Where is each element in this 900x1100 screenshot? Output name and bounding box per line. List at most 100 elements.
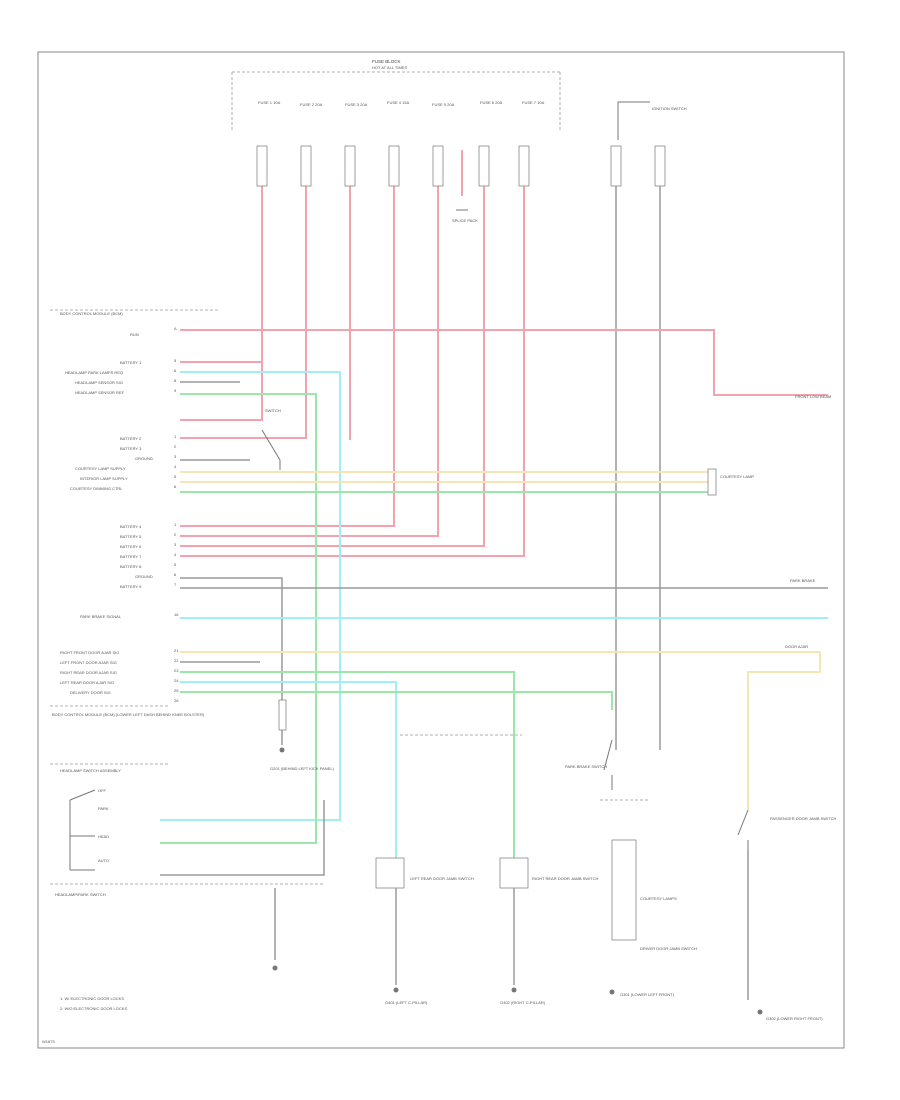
fuse-label-4: FUSE 4 15A xyxy=(387,100,410,105)
pin-headlamp-sig: HEADLAMP SENSOR SIG xyxy=(75,380,123,385)
fuse-connector-4 xyxy=(388,145,400,187)
wire-fuse7 xyxy=(180,150,525,557)
pin-headlamp-park: HEADLAMP PARK LAMPS REQ xyxy=(65,370,123,375)
fuse-connector-5 xyxy=(432,145,444,187)
fuse-block-sub: HOT AT ALL TIMES xyxy=(372,65,407,70)
fuse-block: FUSE BLOCK HOT AT ALL TIMES FUSE 1 10A F… xyxy=(231,59,687,140)
svg-text:8: 8 xyxy=(174,378,177,383)
pin-rr-door: RIGHT REAR DOOR AJAR SIG xyxy=(60,670,117,675)
headlamp-switch-title: HEADLAMP SWITCH ASSEMBLY xyxy=(60,768,121,773)
footer-id: W1875 xyxy=(42,1039,55,1044)
pin-interior-supply: INTERIOR LAMP SUPPLY xyxy=(80,476,128,481)
ign-connector-2 xyxy=(654,145,666,187)
wire-rr-door xyxy=(180,671,515,860)
fuse-connector-3 xyxy=(344,145,356,187)
pin-battery-2: BATTERY 2 xyxy=(120,436,142,441)
fuse-label-1: FUSE 1 10A xyxy=(258,100,281,105)
headlamp-switch: HEADLAMP SWITCH ASSEMBLY OFF PARK HEAD A… xyxy=(50,763,325,971)
svg-text:6: 6 xyxy=(174,368,177,373)
wire-ground-2 xyxy=(180,577,283,745)
svg-text:1: 1 xyxy=(174,434,177,439)
splice-pack-label: SPLICE PACK xyxy=(452,218,478,223)
pin-rf-door: RIGHT FRONT DOOR AJAR SIG xyxy=(60,650,119,655)
wire-run xyxy=(180,329,828,396)
svg-text:3: 3 xyxy=(174,454,177,459)
pin-battery-5: BATTERY 5 xyxy=(120,534,142,539)
hs-pos-head: HEAD xyxy=(98,834,109,839)
wire-fuse4 xyxy=(180,150,395,527)
interior-switch: SWITCH xyxy=(261,408,281,470)
wire-fuse6 xyxy=(180,150,485,547)
pin-ground-2: GROUND xyxy=(135,574,153,579)
svg-text:24: 24 xyxy=(174,678,179,683)
driver-switch-label: DRIVER DOOR JAMB SWITCH xyxy=(640,946,697,951)
wire-headlamp-park xyxy=(160,371,341,821)
hs-pos-auto: AUTO xyxy=(98,858,109,863)
svg-text:5: 5 xyxy=(174,474,177,479)
pin-lr-door: LEFT REAR DOOR AJAR SIG xyxy=(60,680,114,685)
fuse-label-7: FUSE 7 10A xyxy=(522,100,545,105)
module-pin-labels: RUN BATTERY 1 HEADLAMP PARK LAMPS REQ HE… xyxy=(60,332,153,695)
pin-battery-8: BATTERY 8 xyxy=(120,564,142,569)
svg-text:5: 5 xyxy=(174,562,177,567)
svg-text:4: 4 xyxy=(174,552,177,557)
pin-battery-4: BATTERY 4 xyxy=(120,524,142,529)
right-label-2: COURTESY LAMP xyxy=(720,474,754,479)
ign-connector-1 xyxy=(610,145,622,187)
fuse-connector-1 xyxy=(256,145,268,187)
svg-text:2: 2 xyxy=(174,444,177,449)
lr-door-switch xyxy=(375,857,405,889)
fuse-connector-6 xyxy=(478,145,490,187)
pin-battery-1: BATTERY 1 xyxy=(120,360,142,365)
module-footer: BODY CONTROL MODULE (BCM) (LOWER LEFT DA… xyxy=(52,712,205,717)
pin-park-brake: PARK BRAKE SIGNAL xyxy=(80,614,122,619)
fuse-label-2: FUSE 2 20A xyxy=(300,102,323,107)
fuse-label-3: FUSE 3 20A xyxy=(345,102,368,107)
svg-text:2: 2 xyxy=(174,532,177,537)
fuse-label-6: FUSE 6 20A xyxy=(480,100,503,105)
svg-text:3: 3 xyxy=(174,542,177,547)
pin-battery-3: BATTERY 3 xyxy=(120,446,142,451)
pin-courtesy-supply: COURTESY LAMP SUPPLY xyxy=(75,466,126,471)
wire-passenger-door xyxy=(747,652,821,810)
svg-text:22: 22 xyxy=(174,658,179,663)
courtesy-lamps-label: COURTESY LAMPS xyxy=(640,896,677,901)
ground-splice-g201: G201 (BEHIND LEFT KICK PANEL) xyxy=(270,699,335,771)
pin-headlamp-ref: HEADLAMP SENSOR REF xyxy=(75,390,125,395)
right-side-connectors: FRONT LOW BEAM COURTESY LAMP PARK BRAKE … xyxy=(707,394,831,810)
fuse-connector-2 xyxy=(300,145,312,187)
ground-g402: G402 (RIGHT C-PILLAR) xyxy=(500,1000,546,1005)
pin-battery-7: BATTERY 7 xyxy=(120,554,142,559)
svg-text:7: 7 xyxy=(174,582,177,587)
pin-lf-door: LEFT FRONT DOOR AJAR SIG xyxy=(60,660,117,665)
ignition-label: IGNITION SWITCH xyxy=(652,106,687,111)
ground-splice-label: G201 (BEHIND LEFT KICK PANEL) xyxy=(270,766,335,771)
park-brake-area: PARK BRAKE SWITCH COURTESY LAMPS DRIVER … xyxy=(565,739,697,997)
rr-door-switch-label: RIGHT REAR DOOR JAMB SWITCH xyxy=(532,876,598,881)
pin-run: RUN xyxy=(130,332,139,337)
note-1: 1: W/ ELECTRONIC DOOR LOCKS xyxy=(60,996,124,1001)
right-label-3: PARK BRAKE xyxy=(790,578,816,583)
note-2: 2: W/O ELECTRONIC DOOR LOCKS xyxy=(60,1006,127,1011)
pin-battery-6: BATTERY 6 xyxy=(120,544,142,549)
wire-fuse2 xyxy=(180,150,307,439)
rear-door-switches: LEFT REAR DOOR JAMB SWITCH G401 (LEFT C-… xyxy=(375,734,598,1005)
svg-text:16: 16 xyxy=(174,612,179,617)
svg-text:25: 25 xyxy=(174,688,179,693)
module-header: BODY CONTROL MODULE (BCM) xyxy=(60,311,123,316)
pin-battery-9: BATTERY 9 xyxy=(120,584,142,589)
fuse-connector-7 xyxy=(518,145,530,187)
svg-text:5: 5 xyxy=(174,358,177,363)
notes: 1: W/ ELECTRONIC DOOR LOCKS 2: W/O ELECT… xyxy=(60,996,127,1011)
hs-pos-off: OFF xyxy=(98,788,107,793)
svg-text:SWITCH: SWITCH xyxy=(265,408,281,413)
svg-text:9: 9 xyxy=(174,388,177,393)
svg-text:26: 26 xyxy=(174,698,179,703)
svg-text:1: 1 xyxy=(174,522,177,527)
ground-g401: G401 (LEFT C-PILLAR) xyxy=(385,1000,428,1005)
svg-text:6: 6 xyxy=(174,484,177,489)
wire-fuse1 xyxy=(180,150,263,421)
rr-door-switch xyxy=(499,857,529,889)
passenger-switch-label: PASSENGER DOOR JAMB SWITCH xyxy=(770,816,836,821)
